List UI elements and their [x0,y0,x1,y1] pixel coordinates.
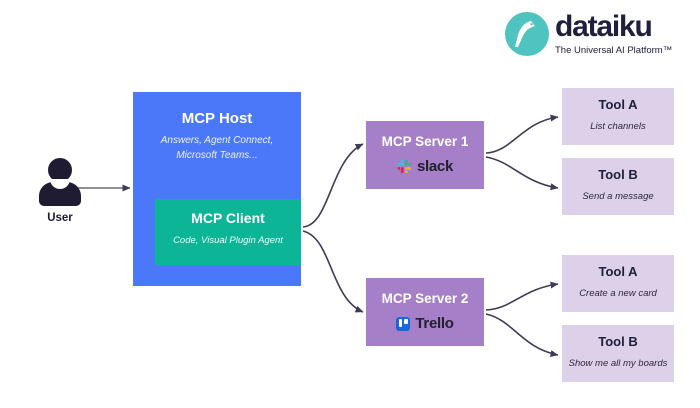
tool-title: Tool B [598,334,638,349]
edge-server-1-to-tool-a [485,114,559,154]
mcp-client-subtitle: Code, Visual Plugin Agent [173,235,283,246]
tool-box: Tool A List channels [562,88,674,145]
tool-subtitle: Create a new card [579,288,657,299]
user-body-shape [39,179,81,206]
user-node: User [26,158,94,224]
brand-tagline: The Universal AI Platform™ [555,45,673,57]
mcp-server-1-box: MCP Server 1 slack [366,121,484,189]
mcp-server-2-box: MCP Server 2 Trello [366,278,484,346]
trello-icon [396,316,411,331]
tool-box: Tool B Send a message [562,158,674,215]
tool-box: Tool B Show me all my boards [562,325,674,382]
slack-wordmark: slack [416,158,454,175]
mcp-client-title: MCP Client [191,210,265,226]
slack-glyph [397,159,412,174]
mcp-server-2-title: MCP Server 2 [381,291,469,306]
trello-wordmark: Trello [415,315,454,332]
user-head-shape [48,158,72,182]
edge-client-to-server-1 [302,143,364,228]
mcp-server-1-title: MCP Server 1 [381,134,469,149]
edge-server-2-to-tool-b [485,313,559,358]
brand-name: dataiku [555,10,653,44]
tool-box: Tool A Create a new card [562,255,674,312]
mcp-host-subtitle: Answers, Agent Connect, Microsoft Teams.… [160,135,274,161]
mcp-host-title: MCP Host [181,110,253,127]
tool-title: Tool B [598,167,638,182]
tool-title: Tool A [598,264,638,279]
trello-logo: Trello [366,315,484,332]
mcp-client-box: MCP Client Code, Visual Plugin Agent [155,199,301,265]
dataiku-bird-icon [505,12,549,56]
edge-server-2-to-tool-a [485,281,559,311]
tool-subtitle: Send a message [582,191,654,202]
tool-title: Tool A [598,97,638,112]
bird-glyph [515,21,535,47]
dataiku-logo: dataiku The Universal AI Platform™ [505,8,695,60]
tool-subtitle: Show me all my boards [568,358,668,369]
slack-icon [397,159,412,174]
user-label: User [47,212,73,224]
tool-subtitle: List channels [590,121,646,132]
slack-logo: slack [366,158,484,175]
brand-text-block: dataiku The Universal AI Platform™ [555,12,672,56]
edge-server-1-to-tool-b [485,156,559,191]
user-avatar-icon [33,158,87,206]
edge-client-to-server-2 [302,230,364,313]
